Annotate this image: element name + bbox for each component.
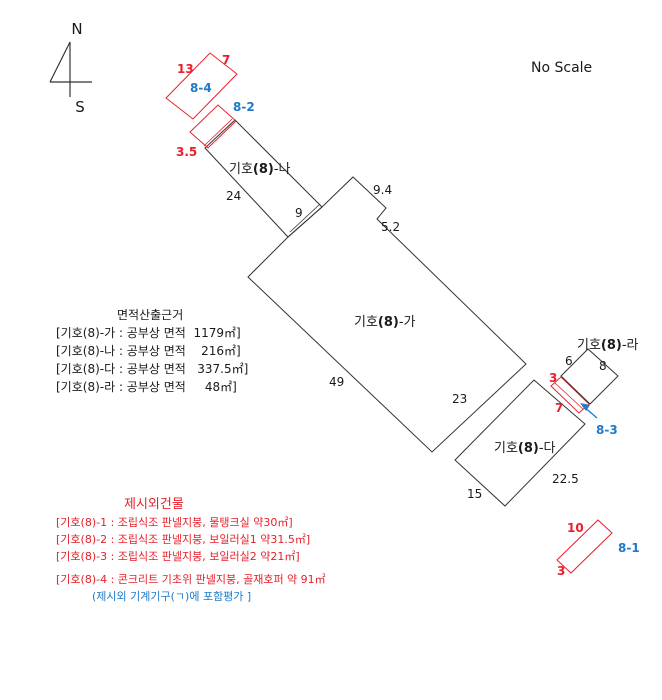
dim-8-1-b: 3	[557, 564, 565, 578]
building-na-inner-line	[289, 203, 321, 233]
building-da-label: 기호(8)-다	[494, 441, 556, 456]
area-basis-row: [기호(8)-라 : 공부상 면적 48㎡]	[56, 380, 237, 394]
extra-8-2-outline	[189, 104, 237, 149]
extra-8-2-id: 8-2	[233, 100, 255, 114]
excluded-row: [기호(8)-4 : 콘크리트 기초위 판넬지붕, 골재호퍼 약 91㎡	[56, 572, 326, 586]
dim-8-2: 3.5	[176, 145, 197, 159]
dim-ga-short: 23	[452, 392, 467, 406]
dim-ra-a: 6	[565, 354, 573, 368]
dim-8-4-b: 7	[222, 53, 230, 67]
dim-ga-long: 49	[329, 375, 344, 389]
extra-8-4-outline	[165, 52, 238, 120]
compass-north: N	[71, 20, 82, 38]
area-basis-title: 면적산출근거	[117, 308, 183, 322]
dim-na-end: 9	[295, 206, 303, 220]
excluded-buildings-block: 제시외건물 [기호(8)-1 : 조립식조 판넬지붕, 물탱크실 약30㎡] […	[56, 497, 326, 603]
building-da-outline	[454, 379, 586, 507]
dim-ga-notch: 5.2	[381, 220, 400, 234]
arrow-8-3-icon	[580, 403, 598, 419]
building-na-label: 기호(8)-나	[229, 162, 291, 177]
extra-8-3-outline	[550, 376, 590, 414]
extra-8-1-outline	[556, 519, 613, 574]
building-ra-outline	[560, 348, 619, 405]
excluded-row: [기호(8)-3 : 조립식조 판넬지붕, 보일러실2 약21㎡]	[56, 549, 300, 563]
building-ra-label: 기호(8)-라	[577, 338, 639, 353]
dim-da-b: 22.5	[552, 472, 579, 486]
dim-8-1-a: 10	[567, 521, 584, 535]
compass-south: S	[75, 98, 85, 116]
dim-8-3-b: 7	[555, 401, 563, 415]
excluded-row-note: (제시외 기계기구(ㄱ)에 포함평가 ]	[92, 590, 251, 603]
scale-note: No Scale	[531, 60, 592, 76]
excluded-row: [기호(8)-2 : 조립식조 판넬지붕, 보일러실1 약31.5㎡]	[56, 532, 310, 546]
excluded-row: [기호(8)-1 : 조립식조 판넬지붕, 물탱크실 약30㎡]	[56, 515, 293, 529]
area-basis-row: [기호(8)-다 : 공부상 면적 337.5㎡]	[56, 362, 248, 376]
dim-da-a: 15	[467, 487, 482, 501]
excluded-title: 제시외건물	[124, 497, 184, 512]
dim-ra-b: 8	[599, 359, 607, 373]
building-ga-label: 기호(8)-가	[354, 315, 416, 330]
dim-ga-top: 9.4	[373, 183, 392, 197]
dim-na-side: 24	[226, 189, 241, 203]
area-basis-block: 면적산출근거 [기호(8)-가 : 공부상 면적 1179㎡] [기호(8)-나…	[56, 308, 248, 394]
extra-8-3-id: 8-3	[596, 423, 618, 437]
area-basis-row: [기호(8)-가 : 공부상 면적 1179㎡]	[56, 326, 241, 340]
building-na-outline	[204, 119, 323, 238]
north-arrow-icon	[49, 41, 92, 97]
dim-8-3-a: 3	[549, 371, 557, 385]
extra-8-2-inner-line	[203, 118, 233, 147]
dim-8-4-a: 13	[177, 62, 194, 76]
area-basis-row: [기호(8)-나 : 공부상 면적 216㎡]	[56, 344, 241, 358]
extra-8-1-id: 8-1	[618, 541, 640, 555]
extra-8-4-id: 8-4	[190, 81, 212, 95]
extra-8-3-inner-line	[554, 382, 584, 410]
